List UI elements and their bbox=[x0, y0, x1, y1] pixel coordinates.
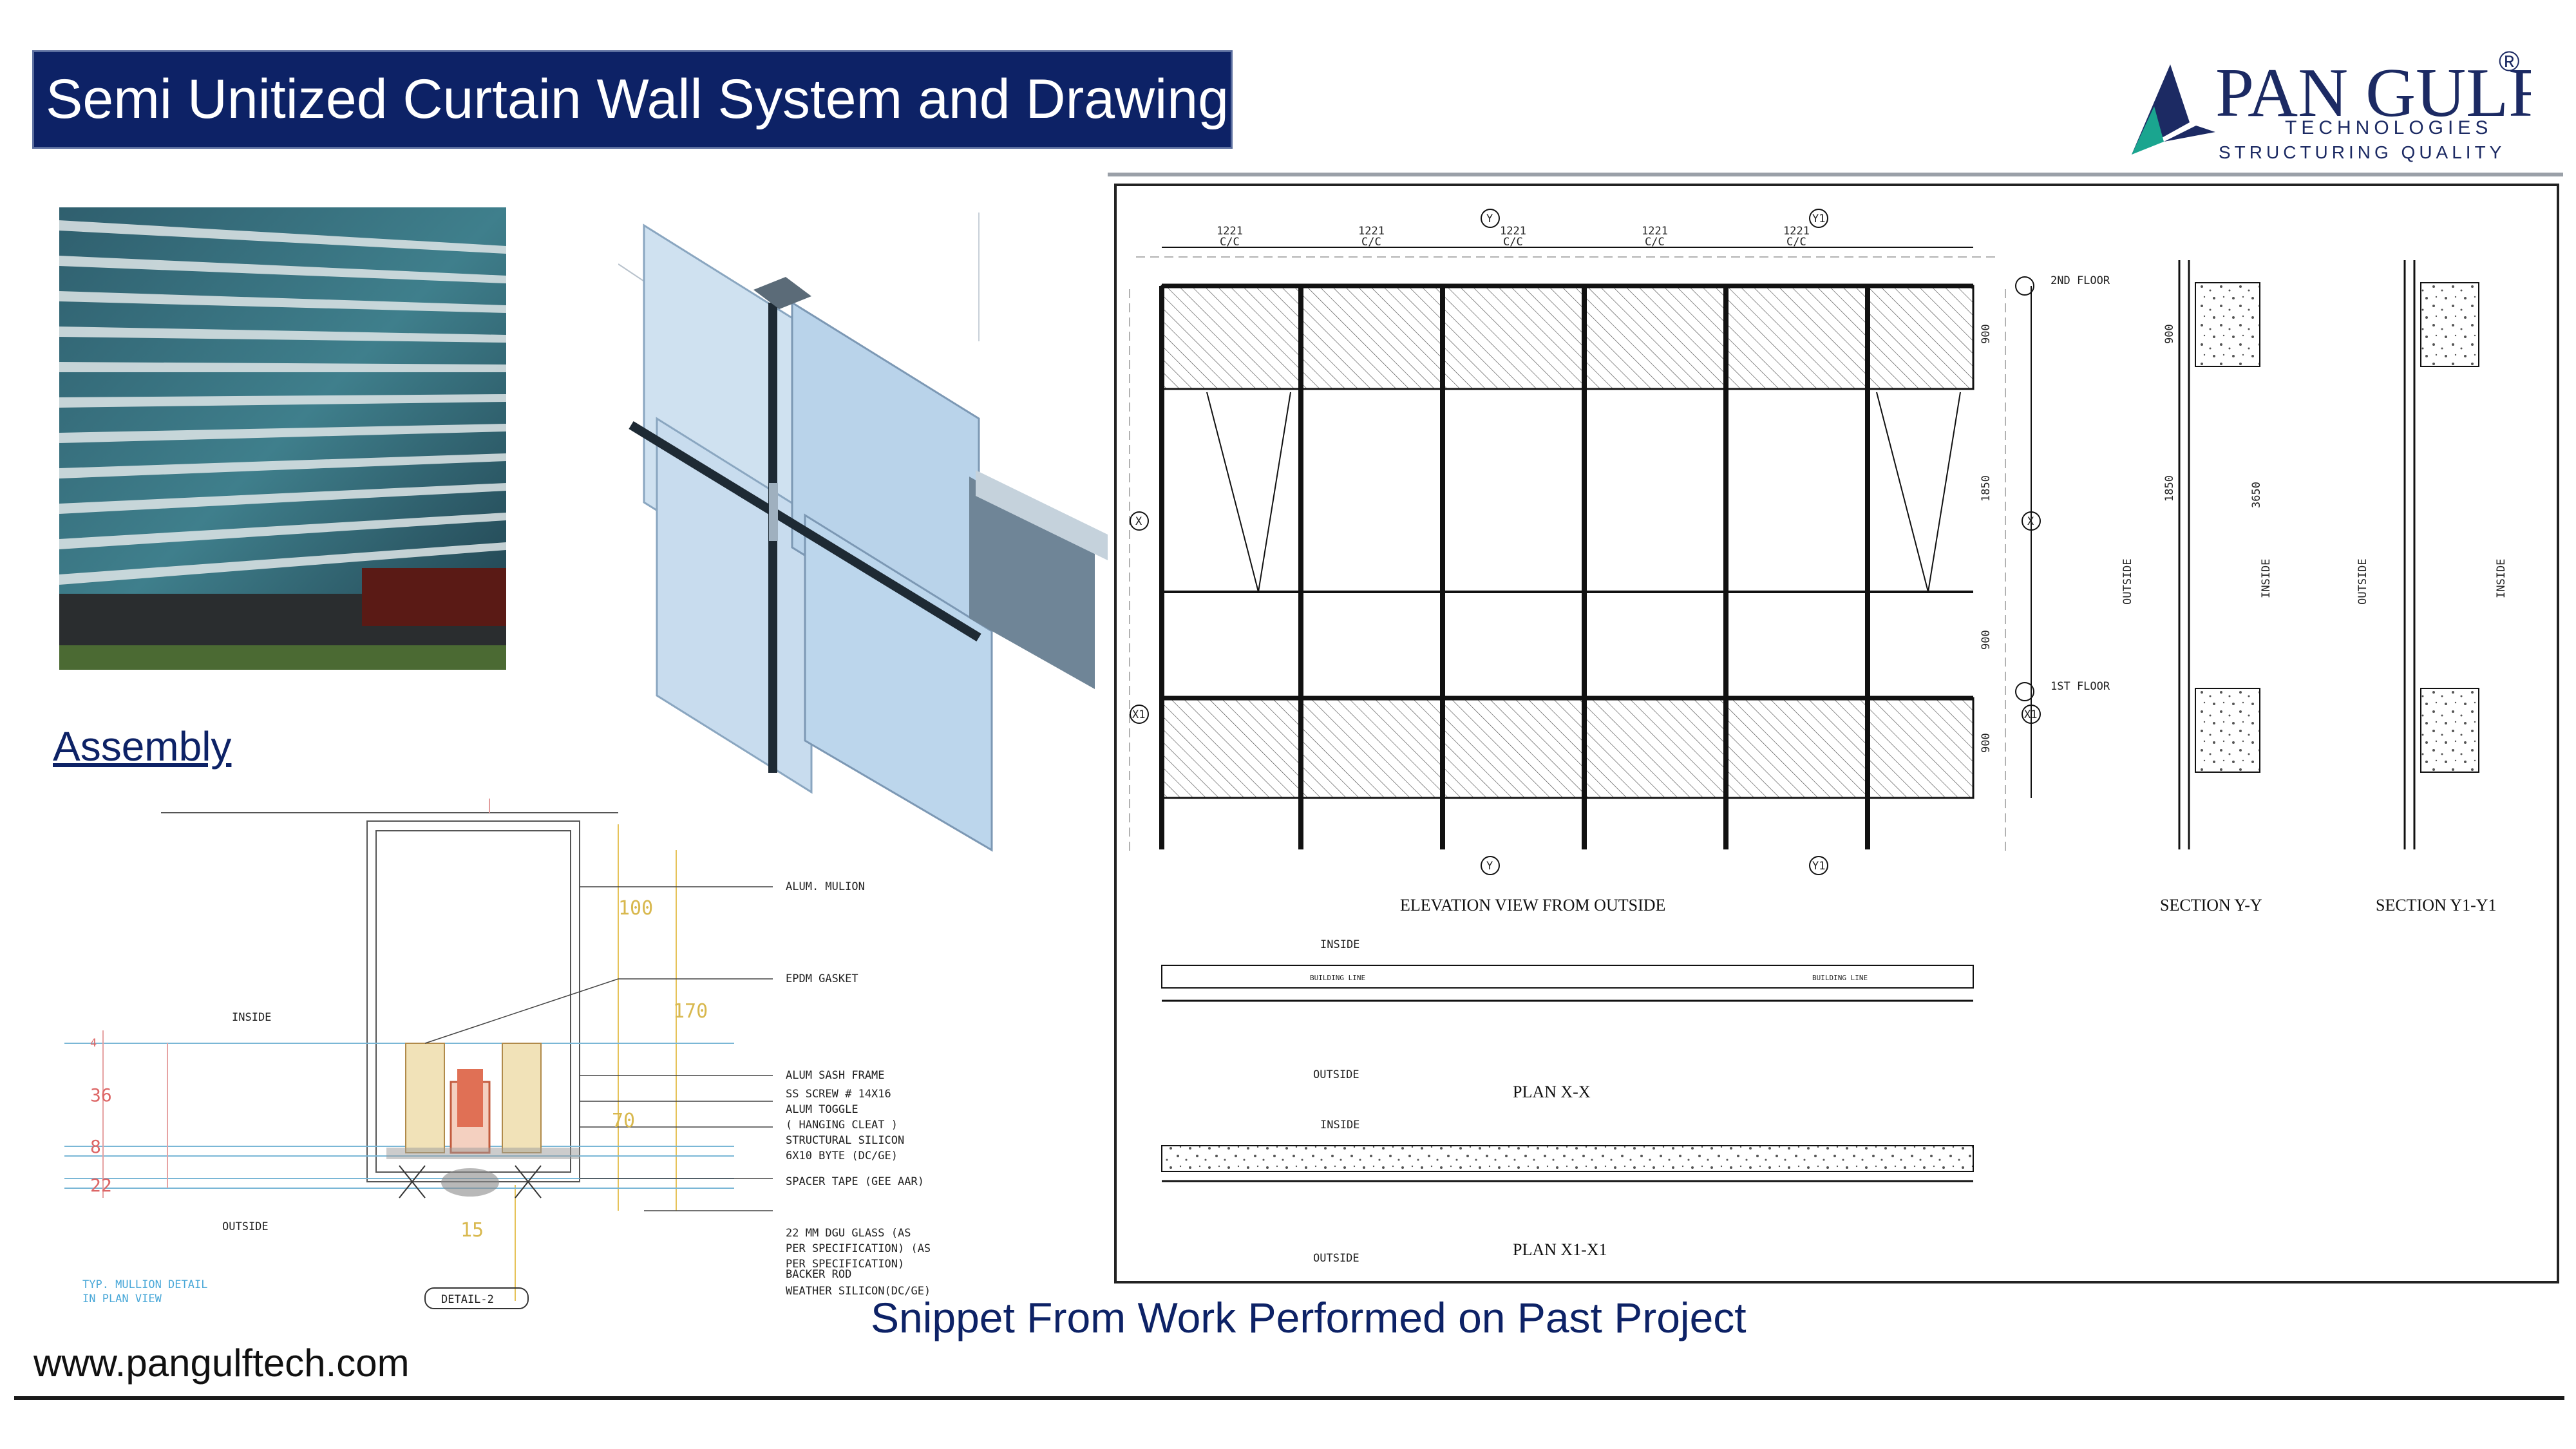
bay-dim-3: 1221 bbox=[1500, 225, 1526, 238]
header-rule bbox=[1108, 173, 2563, 176]
plan-x1-title: PLAN X1-X1 bbox=[1513, 1240, 1607, 1259]
dim-8: 8 bbox=[90, 1136, 101, 1157]
building-line-2: BUILDING LINE bbox=[1812, 974, 1868, 982]
label-silicon: STRUCTURAL SILICON bbox=[786, 1134, 904, 1147]
drawing-caption: Snippet From Work Performed on Past Proj… bbox=[871, 1294, 1747, 1341]
dim-170: 170 bbox=[673, 1000, 708, 1023]
mark-y1-bottom: Y1 bbox=[1812, 860, 1825, 873]
detail-note-2: IN PLAN VIEW bbox=[82, 1293, 162, 1305]
vdim-4: 900 bbox=[1980, 733, 1993, 753]
mark-x1-right: X1 bbox=[2024, 708, 2037, 721]
label-backer: BACKER ROD bbox=[786, 1268, 851, 1281]
mark-x1-left: X1 bbox=[1132, 708, 1145, 721]
dim-4: 4 bbox=[90, 1037, 97, 1050]
plan-outside-1: OUTSIDE bbox=[1313, 1068, 1359, 1081]
sec1-outside: OUTSIDE bbox=[2356, 558, 2369, 605]
assembly-link[interactable]: Assembly bbox=[53, 723, 232, 770]
dim-70: 70 bbox=[612, 1110, 635, 1132]
sec-vdim-2: 1850 bbox=[2163, 475, 2176, 502]
detail-inside: INSIDE bbox=[232, 1011, 271, 1024]
label-spec: PER SPECIFICATION) (AS bbox=[786, 1242, 931, 1255]
mark-x-left: X bbox=[1135, 515, 1142, 528]
plan-inside-1: INSIDE bbox=[1320, 938, 1359, 951]
drawing-frame bbox=[1114, 184, 2559, 1283]
section-yy-title: SECTION Y-Y bbox=[2160, 896, 2262, 914]
sec1-inside: INSIDE bbox=[2495, 559, 2508, 598]
label-byte: 6X10 BYTE (DC/GE) bbox=[786, 1150, 898, 1162]
label-toggle: ALUM TOGGLE bbox=[786, 1103, 858, 1116]
bay-cc-4: C/C bbox=[1645, 236, 1665, 249]
plan-outside-2: OUTSIDE bbox=[1313, 1252, 1359, 1265]
section-y1-title: SECTION Y1-Y1 bbox=[2376, 896, 2497, 914]
plan-xx-title: PLAN X-X bbox=[1513, 1083, 1591, 1101]
website-url[interactable]: www.pangulftech.com bbox=[33, 1341, 410, 1385]
sec-inside: INSIDE bbox=[2260, 559, 2273, 598]
label-screw: SS SCREW # 14X16 bbox=[786, 1088, 891, 1101]
bay-cc-1: C/C bbox=[1220, 236, 1240, 249]
label-sash: ALUM SASH FRAME bbox=[786, 1069, 885, 1082]
mark-y-bottom: Y bbox=[1486, 860, 1493, 873]
mark-x-right: X bbox=[2027, 515, 2034, 528]
logo-sub: TECHNOLOGIES bbox=[2285, 117, 2492, 138]
vdim-1: 900 bbox=[1980, 324, 1993, 344]
bay-dim-2: 1221 bbox=[1358, 225, 1385, 238]
mullion-detail-drawing: ALUM. MULION EPDM GASKET ALUM SASH FRAME… bbox=[64, 799, 931, 1309]
logo-brand: PAN GULF bbox=[2215, 55, 2531, 131]
detail-outside: OUTSIDE bbox=[222, 1220, 269, 1233]
bay-dim-1: 1221 bbox=[1217, 225, 1243, 238]
bay-dim-5: 1221 bbox=[1783, 225, 1810, 238]
dim-36: 36 bbox=[90, 1084, 112, 1106]
sec-outside: OUTSIDE bbox=[2121, 558, 2134, 605]
logo-registered: ® bbox=[2499, 46, 2519, 77]
curtain-wall-3d-render bbox=[618, 213, 1108, 852]
logo-tagline: STRUCTURING QUALITY bbox=[2219, 142, 2505, 162]
label-dgu: 22 MM DGU GLASS (AS bbox=[786, 1227, 911, 1240]
footer-rule bbox=[14, 1396, 2564, 1400]
label-weather: WEATHER SILICON(DC/GE) bbox=[786, 1285, 931, 1298]
dim-100: 100 bbox=[618, 897, 653, 920]
mark-y1-top: Y1 bbox=[1812, 213, 1825, 225]
label-cleat: ( HANGING CLEAT ) bbox=[786, 1119, 898, 1132]
building-line-1: BUILDING LINE bbox=[1310, 974, 1365, 982]
plan-inside-2: INSIDE bbox=[1320, 1119, 1359, 1132]
label-gasket: EPDM GASKET bbox=[786, 972, 858, 985]
vdim-2: 1850 bbox=[1980, 475, 1993, 502]
elevation-title: ELEVATION VIEW FROM OUTSIDE bbox=[1400, 896, 1665, 914]
building-facade-photo bbox=[59, 207, 506, 670]
bay-dim-4: 1221 bbox=[1642, 225, 1668, 238]
sec-overall: 3650 bbox=[2250, 482, 2263, 508]
detail-tag: DETAIL-2 bbox=[441, 1293, 494, 1306]
vdim-3: 900 bbox=[1980, 630, 1993, 650]
bay-cc-2: C/C bbox=[1361, 236, 1381, 249]
floor-2-label: 2ND FLOOR bbox=[2050, 274, 2110, 287]
pan-gulf-logo: PAN GULF TECHNOLOGIES STRUCTURING QUALIT… bbox=[2132, 46, 2531, 162]
sec-vdim-1: 900 bbox=[2163, 324, 2176, 344]
label-spacer: SPACER TAPE (GEE AAR) bbox=[786, 1175, 924, 1188]
dim-22: 22 bbox=[90, 1175, 112, 1196]
bay-cc-3: C/C bbox=[1503, 236, 1523, 249]
floor-1-label: 1ST FLOOR bbox=[2050, 680, 2110, 693]
label-spec2: PER SPECIFICATION) bbox=[786, 1258, 904, 1271]
slide-title: Semi Unitized Curtain Wall System and Dr… bbox=[32, 50, 1233, 149]
dim-15: 15 bbox=[460, 1219, 484, 1242]
mark-y-top: Y bbox=[1486, 213, 1493, 225]
label-mullion: ALUM. MULION bbox=[786, 880, 865, 893]
detail-note-1: TYP. MULLION DETAIL bbox=[82, 1278, 207, 1291]
bay-cc-5: C/C bbox=[1786, 236, 1806, 249]
elevation-drawing: 1221 C/C 1221 C/C 1221 C/C 1221 C/C 1221… bbox=[1129, 209, 2508, 1265]
